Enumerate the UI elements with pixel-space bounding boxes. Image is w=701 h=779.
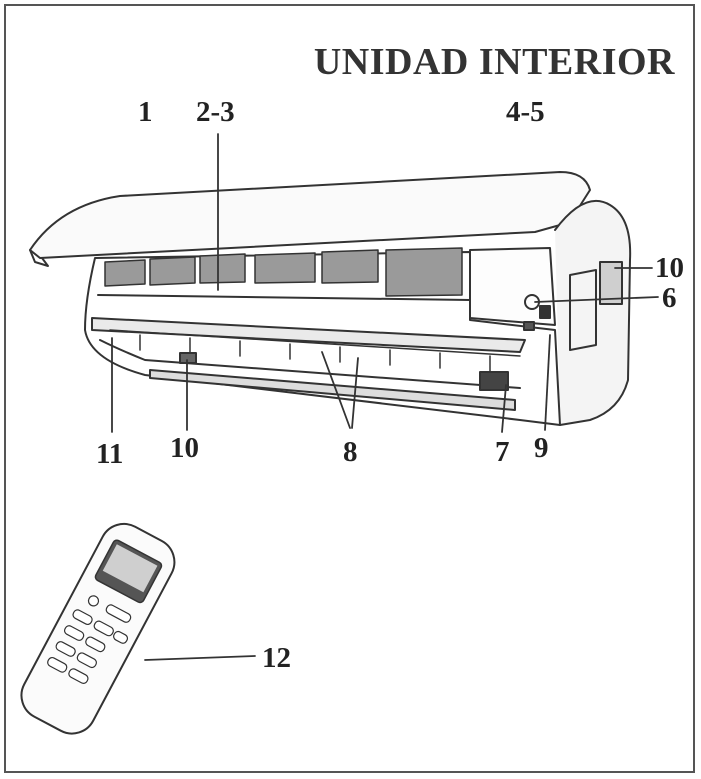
- control-box: [469, 247, 556, 326]
- label-7: 7: [495, 436, 510, 468]
- label-12: 12: [262, 642, 291, 674]
- label-1: 1: [138, 96, 153, 128]
- label-10-left: 10: [170, 432, 199, 464]
- leader-8b: [351, 357, 359, 429]
- label-2-3: 2-3: [196, 96, 235, 128]
- leader-9: [544, 334, 551, 431]
- left-sensor: [179, 352, 197, 364]
- label-4-5: 4-5: [506, 96, 545, 128]
- label-8: 8: [343, 436, 358, 468]
- label-11: 11: [96, 438, 124, 470]
- diagram-frame: [4, 4, 695, 773]
- leader-8a: [321, 351, 351, 429]
- front-panel: [29, 171, 591, 259]
- leader-6: [534, 296, 659, 303]
- display-window: [599, 261, 623, 305]
- remote-control: [20, 522, 176, 735]
- louver-upper: [91, 317, 526, 353]
- end-cap: [554, 200, 632, 426]
- label-6: 6: [662, 282, 677, 314]
- vertical-louvers: [139, 334, 491, 372]
- louver-lower: [149, 369, 516, 411]
- leader-7: [501, 384, 507, 433]
- label-9: 9: [534, 432, 549, 464]
- air-filters: [104, 247, 463, 297]
- diagram-title: UNIDAD INTERIOR: [313, 41, 675, 83]
- label-10-right: 10: [655, 252, 684, 284]
- leader-12: [144, 655, 256, 661]
